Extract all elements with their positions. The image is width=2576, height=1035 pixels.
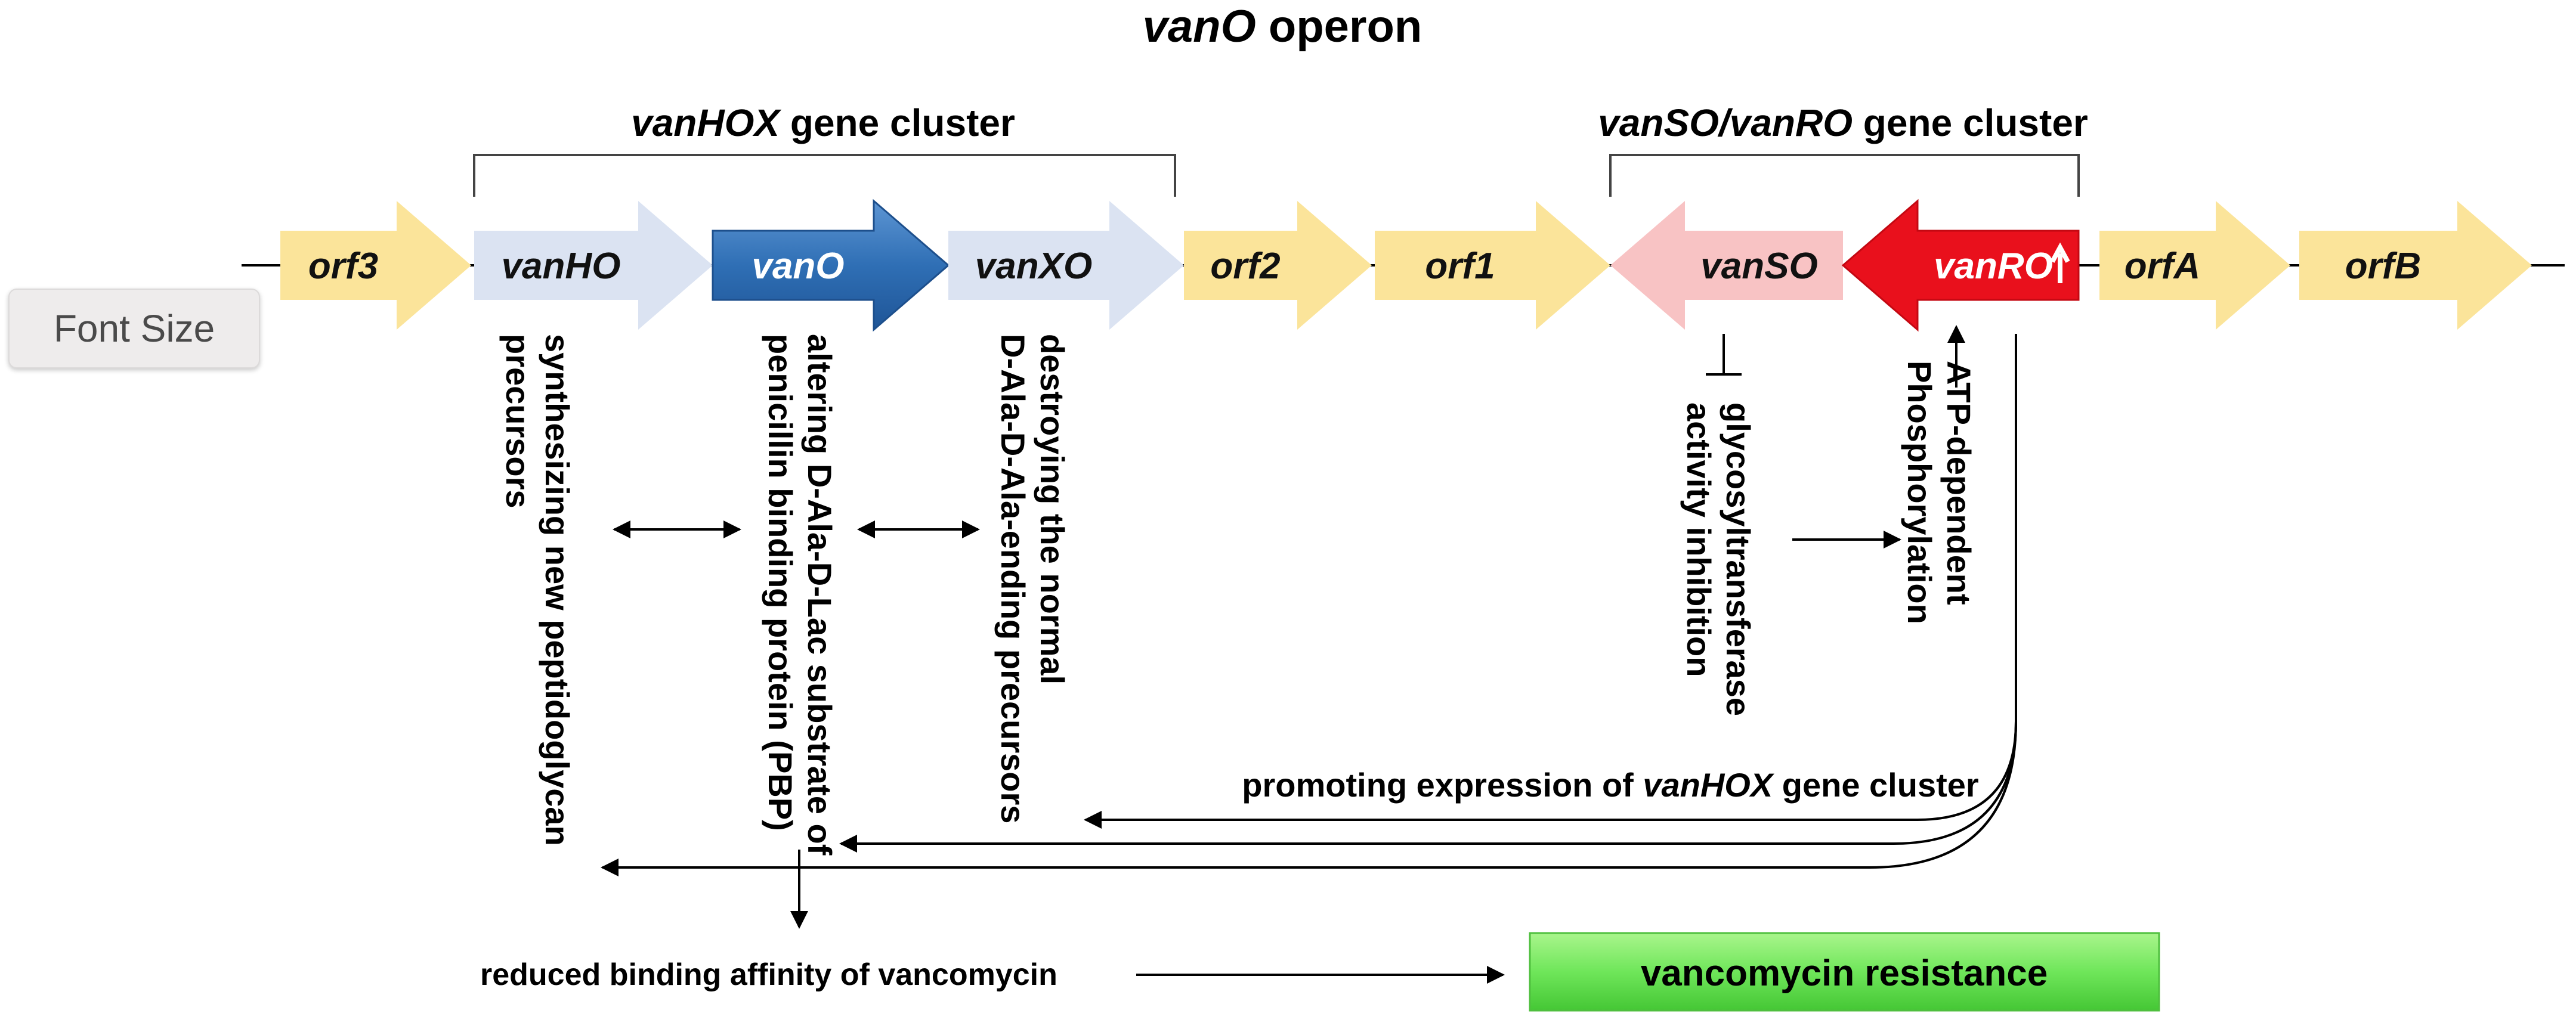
- gene-label-vanho: vanHO: [502, 246, 621, 287]
- gene-label-orf1: orf1: [1425, 246, 1495, 287]
- vanso-vanro-cluster-label: vanSO/vanRO gene cluster: [1598, 101, 2088, 144]
- vanso-vanro-cluster-bracket: [1609, 154, 2080, 197]
- vanso-function-text: glycosyltransferaseactivity inhibition: [1680, 402, 1757, 716]
- vanhox-cluster-bracket: [473, 154, 1176, 197]
- gene-arrow-orf1: [1375, 201, 1610, 330]
- gene-label-orf3: orf3: [308, 246, 378, 287]
- diagram-title: vanO operon: [1143, 1, 1422, 52]
- vancomycin-resistance-box: [1529, 932, 2160, 1012]
- gene-label-orf2: orf2: [1210, 246, 1280, 287]
- gene-arrow-orfb: [2299, 201, 2532, 330]
- gene-arrow-orf3: [280, 201, 471, 330]
- gene-arrow-orf2: [1184, 201, 1372, 330]
- font-size-button[interactable]: Font Size: [8, 289, 260, 368]
- gene-arrows: orf3 vanHO vanO vanXO orf2 orf1 vanSO vanRO orfA…: [280, 199, 2532, 332]
- vanho-function-text: synthesizing new peptidoglycanprecursors: [499, 334, 576, 846]
- promoting-expression-label: promoting expression of vanHOX gene clus…: [1242, 766, 1978, 804]
- reduced-binding-label: reduced binding affinity of vancomycin: [480, 957, 1057, 992]
- gene-label-orfa: orfA: [2124, 246, 2200, 287]
- vanxo-function-text: destroying the normalD-Ala-D-Ala-ending …: [994, 334, 1071, 823]
- gene-arrow-vanho: [474, 201, 713, 330]
- vanso-inhibition-mark: [1706, 334, 1742, 376]
- gene-label-vanso: vanSO: [1700, 246, 1817, 287]
- vanhox-cluster-label: vanHOX gene cluster: [631, 101, 1015, 144]
- vano-function-text: altering D-Ala-D-Lac substrate ofpenicil…: [762, 334, 839, 856]
- gene-label-orfb: orfB: [2345, 246, 2421, 287]
- vancomycin-resistance-label: vancomycin resistance: [1641, 953, 2048, 994]
- gene-label-vanro: vanRO: [1934, 246, 2053, 287]
- regulation-arrow-vanxo: [1084, 334, 2017, 829]
- upregulation-arrow-icon: [2050, 242, 2070, 283]
- gene-label-vanxo: vanXO: [975, 246, 1092, 287]
- gene-label-vano: vanO: [752, 246, 844, 287]
- gene-arrow-orfa: [2099, 201, 2290, 330]
- gene-arrow-vano: [712, 199, 950, 332]
- gene-arrow-vanxo: [948, 201, 1184, 330]
- vanro-function-text: ATP-dependentPhosphorylation: [1901, 361, 1978, 624]
- gene-arrow-vanso: [1610, 201, 1843, 330]
- gene-arrow-vanro: [1841, 199, 2080, 332]
- regulation-arrow-vanho: [601, 334, 2017, 876]
